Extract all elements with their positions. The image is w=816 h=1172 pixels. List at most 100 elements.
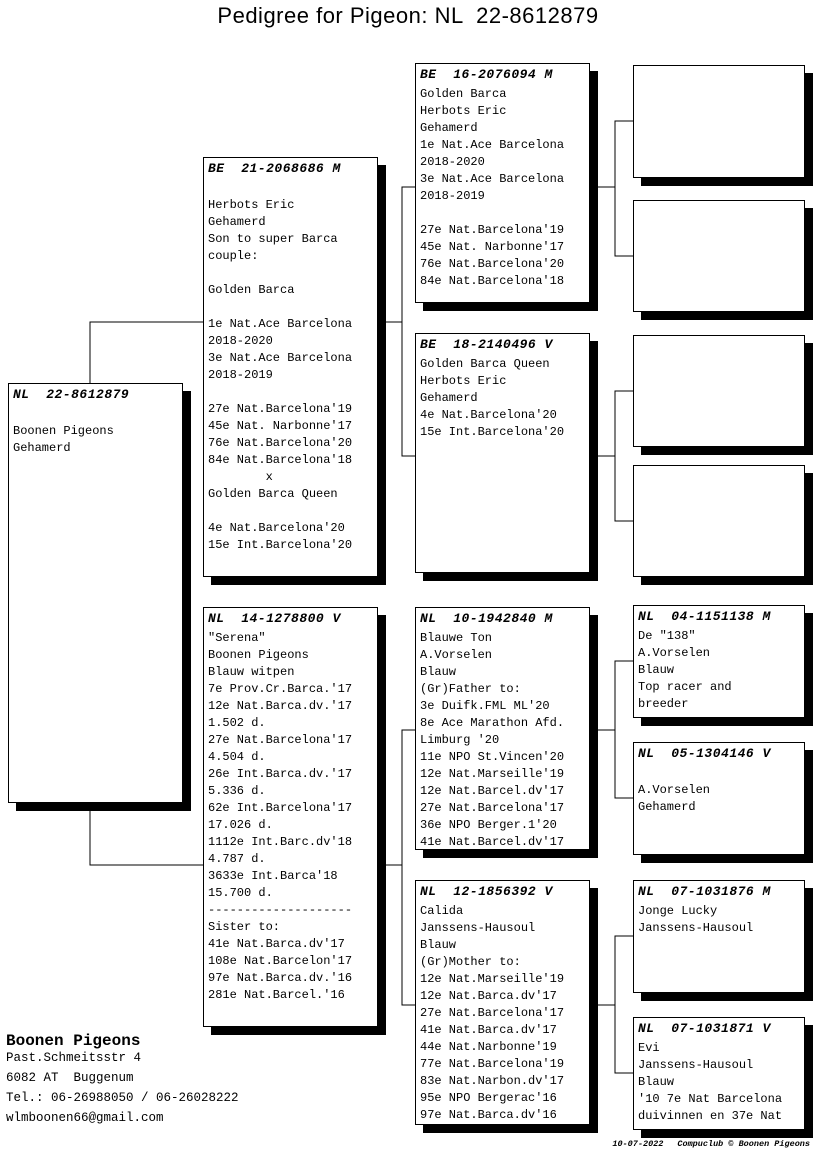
- pedigree-line: 2018-2019: [420, 189, 485, 203]
- ring-number: NL 22-8612879: [13, 387, 130, 402]
- pedigree-line: 108e Nat.Barcelon'17: [208, 954, 353, 968]
- pedigree-line: [208, 265, 374, 282]
- ring-number: BE 18-2140496 V: [420, 337, 553, 352]
- pedigree-line: Herbots Eric: [420, 374, 507, 388]
- ring-number: NL 04-1151138 M: [638, 609, 771, 624]
- pedigree-line: [13, 406, 179, 423]
- pedigree-line: --------------------: [208, 903, 353, 917]
- owner-name: Boonen Pigeons: [6, 1032, 141, 1050]
- ring-number: NL 12-1856392 V: [420, 884, 553, 899]
- pedigree-line: Golden Barca: [208, 283, 295, 297]
- pedigree-line: 41e Nat.Barca.dv'17: [420, 1023, 557, 1037]
- pedigree-line: 12e Nat.Barcel.dv'17: [420, 784, 565, 798]
- pedigree-line: Son to super Barca: [208, 232, 338, 246]
- pedigree-line: 26e Int.Barca.dv.'17: [208, 767, 353, 781]
- pedigree-line: duivinnen en 37e Nat: [638, 1109, 783, 1123]
- pedigree-line: 2018-2020: [420, 155, 485, 169]
- address-line: 6082 AT Buggenum: [6, 1071, 134, 1085]
- pedigree-line: 3633e Int.Barca'18: [208, 869, 338, 883]
- pedigree-line: 62e Int.Barcelona'17: [208, 801, 353, 815]
- pedigree-line: Boonen Pigeons: [208, 648, 309, 662]
- pedigree-line: 84e Nat.Barcelona'18: [420, 274, 565, 288]
- pedigree-line: Boonen Pigeons: [13, 424, 114, 438]
- pedigree-line: [208, 384, 374, 401]
- pedigree-box-sire-dam-sire: [633, 335, 805, 447]
- pedigree-line: Gehamerd: [420, 391, 478, 405]
- address-line: Tel.: 06-26988050 / 06-26028222: [6, 1091, 239, 1105]
- pedigree-line: 45e Nat. Narbonne'17: [420, 240, 565, 254]
- pedigree-line: 27e Nat.Barcelona'19: [208, 402, 353, 416]
- pedigree-box-sire-sire-sire: [633, 65, 805, 178]
- pedigree-line: Calida: [420, 904, 464, 918]
- pedigree-line: 4e Nat.Barcelona'20: [420, 408, 557, 422]
- pedigree-line: Golden Barca Queen: [208, 487, 338, 501]
- pedigree-line: 8e Ace Marathon Afd.: [420, 716, 565, 730]
- pedigree-line: 84e Nat.Barcelona'18: [208, 453, 353, 467]
- pedigree-line: 15.700 d.: [208, 886, 273, 900]
- pedigree-line: Gehamerd: [638, 800, 696, 814]
- pedigree-line: Top racer and: [638, 680, 732, 694]
- pedigree-line: 11e NPO St.Vincen'20: [420, 750, 565, 764]
- pedigree-line: 41e Nat.Barca.dv'17: [208, 937, 345, 951]
- print-date: 10-07-2022: [612, 1139, 664, 1149]
- pedigree-line: Golden Barca Queen: [420, 357, 550, 371]
- pedigree-line: 4e Nat.Barcelona'20: [208, 521, 345, 535]
- pedigree-line: 83e Nat.Narbon.dv'17: [420, 1074, 565, 1088]
- pedigree-line: 76e Nat.Barcelona'20: [420, 257, 565, 271]
- pedigree-line: 27e Nat.Barcelona'19: [420, 223, 565, 237]
- address-line: wlmboonen66@gmail.com: [6, 1111, 164, 1125]
- pedigree-line: A.Vorselen: [420, 648, 493, 662]
- pedigree-line: Blauw: [420, 665, 457, 679]
- pedigree-line: 97e Nat.Barca.dv.'16: [208, 971, 353, 985]
- pedigree-line: x: [208, 470, 273, 484]
- pedigree-line: Blauw: [420, 938, 457, 952]
- pedigree-line: Janssens-Hausoul: [420, 921, 536, 935]
- pedigree-line: 2018-2020: [208, 334, 273, 348]
- pedigree-line: A.Vorselen: [638, 783, 711, 797]
- pedigree-line: 1112e Int.Barc.dv'18: [208, 835, 353, 849]
- pedigree-line: 12e Nat.Barca.dv'17: [420, 989, 557, 1003]
- pedigree-line: Jonge Lucky: [638, 904, 718, 918]
- pedigree-line: 3e Nat.Ace Barcelona: [420, 172, 565, 186]
- pedigree-line: 5.336 d.: [208, 784, 266, 798]
- pedigree-line: [208, 180, 374, 197]
- pedigree-line: breeder: [638, 697, 689, 711]
- pedigree-line: [420, 205, 586, 222]
- pedigree-line: Janssens-Hausoul: [638, 1058, 754, 1072]
- pedigree-box-sire-sire-dam: [633, 200, 805, 312]
- pedigree-line: 4.504 d.: [208, 750, 266, 764]
- pedigree-line: Golden Barca: [420, 87, 507, 101]
- pedigree-line: 12e Nat.Barca.dv.'17: [208, 699, 353, 713]
- pedigree-line: Gehamerd: [208, 215, 266, 229]
- pedigree-line: 27e Nat.Barcelona'17: [420, 1006, 565, 1020]
- pedigree-line: 36e NPO Berger.1'20: [420, 818, 557, 832]
- address-line: Past.Schmeitsstr 4: [6, 1051, 142, 1065]
- pedigree-line: 2018-2019: [208, 368, 273, 382]
- pedigree-line: 281e Nat.Barcel.'16: [208, 988, 345, 1002]
- pedigree-line: 12e Nat.Marseille'19: [420, 972, 565, 986]
- pedigree-line: 97e Nat.Barca.dv'16: [420, 1108, 557, 1122]
- pedigree-line: Evi: [638, 1041, 660, 1055]
- pedigree-line: 1.502 d.: [208, 716, 266, 730]
- page-title: Pedigree for Pigeon: NL 22-8612879: [217, 3, 599, 28]
- pedigree-line: Blauw: [638, 663, 675, 677]
- pedigree-line: 76e Nat.Barcelona'20: [208, 436, 353, 450]
- pedigree-line: Sister to:: [208, 920, 281, 934]
- pedigree-line: 15e Int.Barcelona'20: [208, 538, 353, 552]
- pedigree-line: [208, 299, 374, 316]
- pedigree-line: 3e Nat.Ace Barcelona: [208, 351, 353, 365]
- pedigree-line: Blauwe Ton: [420, 631, 493, 645]
- pedigree-line: 27e Nat.Barcelona'17: [420, 801, 565, 815]
